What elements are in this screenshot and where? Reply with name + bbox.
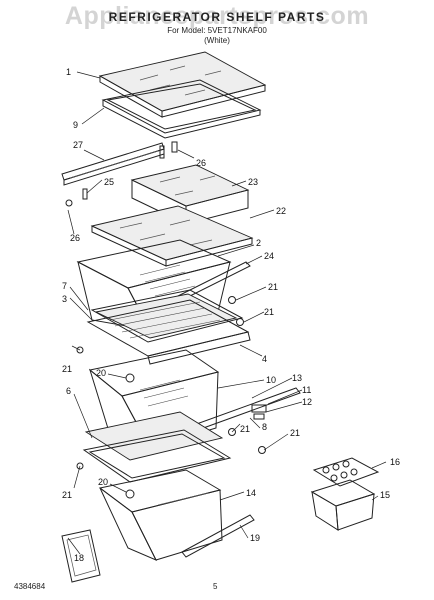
callout-8: 8 xyxy=(262,422,267,432)
meat-drawer xyxy=(98,469,223,561)
callout-23: 23 xyxy=(248,177,258,187)
callout-10: 10 xyxy=(266,375,276,385)
callout-16: 16 xyxy=(390,457,400,467)
egg-tray xyxy=(312,457,380,487)
callout-21-a: 21 xyxy=(268,282,278,292)
cover-front-rail xyxy=(147,331,251,365)
page-number: 5 xyxy=(213,582,218,591)
callout-20-lower: 20 xyxy=(98,477,108,487)
callout-labels: 1 9 27 26 25 23 22 26 2 24 7 3 21 21 21 … xyxy=(62,67,400,563)
callout-21-f: 21 xyxy=(62,490,72,500)
callout-1: 1 xyxy=(66,67,71,77)
drawer-label-panel xyxy=(61,529,101,583)
diagram-title: REFRIGERATOR SHELF PARTS xyxy=(108,10,326,24)
callout-13: 13 xyxy=(292,373,302,383)
watermark: Appliancepartspros.com xyxy=(64,2,370,30)
callout-24: 24 xyxy=(264,251,274,261)
callout-21-d: 21 xyxy=(240,424,250,434)
shelf-clips xyxy=(65,141,178,207)
callout-19: 19 xyxy=(250,533,260,543)
shelf-frame xyxy=(101,79,262,139)
glass-shelf-top xyxy=(98,51,267,118)
leader-lines xyxy=(67,71,387,555)
callout-21-b: 21 xyxy=(264,307,274,317)
callout-12: 12 xyxy=(302,397,312,407)
callout-20-upper: 20 xyxy=(96,368,106,378)
callout-2: 2 xyxy=(256,238,261,248)
callout-7: 7 xyxy=(62,281,67,291)
model-subtitle: For Model: 5VET17NKAF00 xyxy=(167,26,267,35)
pan-cover-lower xyxy=(82,411,232,483)
callout-26-upper: 26 xyxy=(196,158,206,168)
callout-14: 14 xyxy=(246,488,256,498)
egg-bin xyxy=(310,479,376,531)
color-subtitle: (White) xyxy=(204,36,230,45)
callout-27: 27 xyxy=(73,140,83,150)
rail-hardware xyxy=(251,404,267,420)
callout-22: 22 xyxy=(276,206,286,216)
glass-shelf-middle xyxy=(90,205,254,267)
callout-21-c: 21 xyxy=(62,364,72,374)
callout-11: 11 xyxy=(302,385,311,395)
callout-4: 4 xyxy=(262,354,267,364)
callout-18: 18 xyxy=(74,553,84,563)
footer-code: 4384684 xyxy=(14,582,46,591)
callout-26-lower: 26 xyxy=(70,233,80,243)
callout-9: 9 xyxy=(73,120,78,130)
callout-6: 6 xyxy=(66,386,71,396)
callout-3: 3 xyxy=(62,294,67,304)
drawer-slide-rail-bottom xyxy=(181,514,255,558)
callout-21-e: 21 xyxy=(290,428,300,438)
callout-25: 25 xyxy=(104,177,114,187)
callout-15: 15 xyxy=(380,490,390,500)
